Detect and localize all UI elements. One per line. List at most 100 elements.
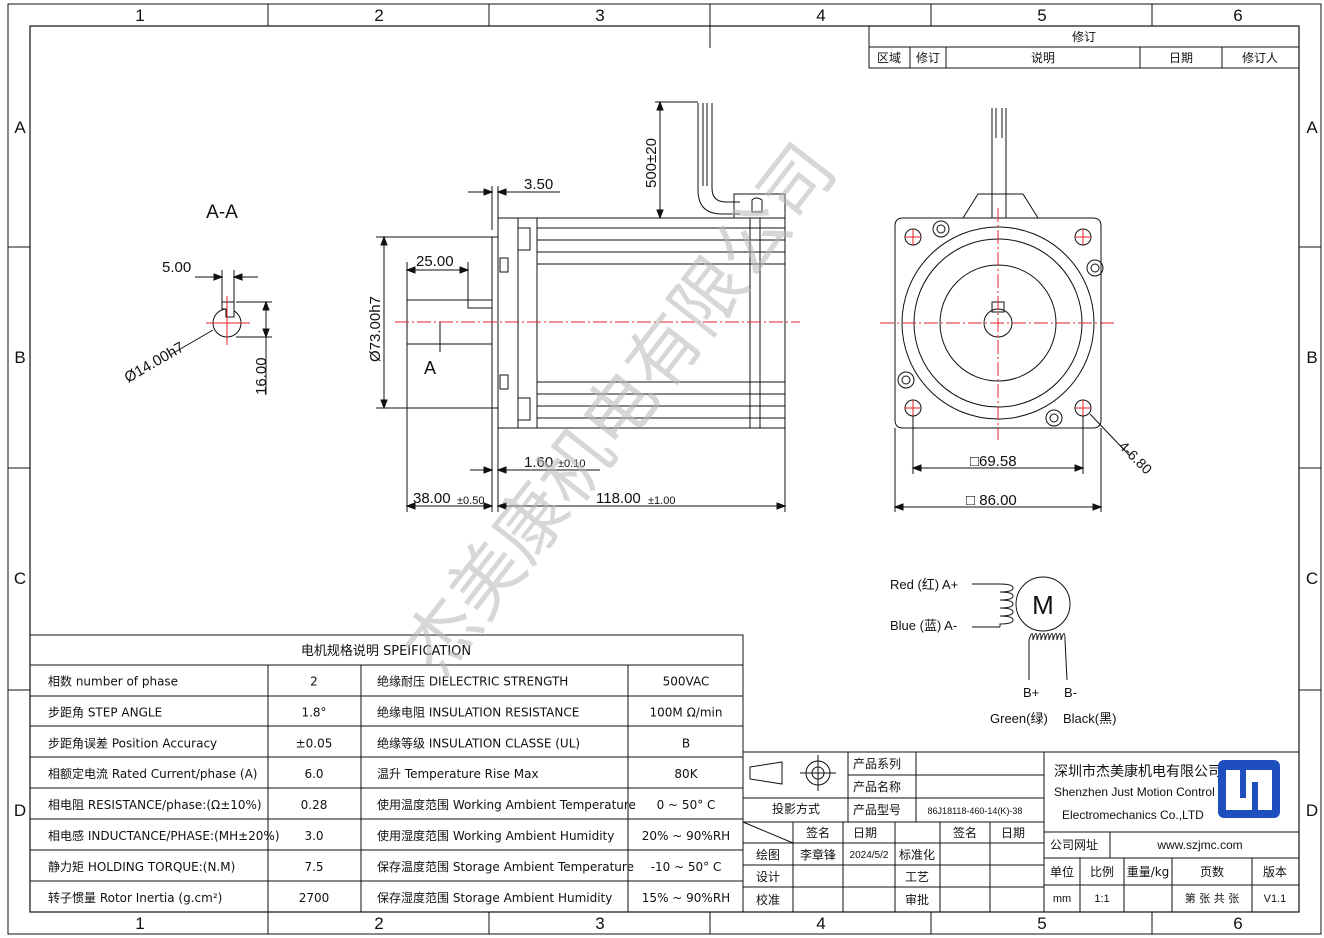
spec-row-value: 6.0: [304, 767, 323, 781]
step-dim-tol: ±0.10: [558, 458, 585, 470]
motor-symbol-label: M: [1032, 590, 1054, 620]
grid-col-4-bottom: 4: [816, 914, 825, 933]
tb-approve: 审批: [905, 892, 929, 907]
grid-row-d-right: D: [1306, 801, 1318, 820]
shaft-total-dim-main: 38.00: [413, 490, 451, 507]
revision-header-desc: 说明: [1031, 50, 1055, 65]
grid-col-1-top: 1: [135, 6, 144, 25]
cable-length-dim: 500±20: [643, 138, 660, 188]
spec-title: 电机规格说明 SPEIFICATION: [301, 643, 471, 659]
grid-col-5-bottom: 5: [1037, 914, 1046, 933]
section-view-aa: A-A 5.00 Ø14.00h7 16.00: [122, 202, 272, 395]
spec-row-value: 3.0: [304, 829, 323, 843]
spec-row-label2: 使用温度范围 Working Ambient Temperature: [377, 797, 636, 812]
front-view: □69.58 □ 86.00 4-6.80: [880, 108, 1155, 512]
grid-row-a-right: A: [1306, 118, 1318, 137]
revision-title: 修订: [1072, 29, 1096, 44]
grid-row-d-left: D: [14, 801, 26, 820]
spec-row-label2: 绝缘电阻 INSULATION RESISTANCE: [377, 704, 579, 719]
tb-date: 日期: [853, 826, 877, 840]
key-height-dim: 16.00: [253, 357, 270, 395]
shaft-length-dim: 25.00: [416, 253, 454, 270]
revision-header-rev: 修订: [916, 50, 940, 65]
grid-row-b-left: B: [14, 348, 25, 367]
tb-projection: 投影方式: [772, 801, 820, 816]
spec-row-value2: 100M Ω/min: [650, 705, 723, 719]
mount-holes-dim: 4-6.80: [1116, 438, 1156, 478]
spec-table: 电机规格说明 SPEIFICATION 相数 number of phase 2 绝…: [29, 634, 744, 913]
revision-header-by: 修订人: [1242, 50, 1278, 65]
tb-scale-label: 比例: [1090, 865, 1114, 879]
hole-spacing-dim: □69.58: [970, 453, 1017, 470]
wire-bplus-label: B+: [1023, 685, 1039, 700]
spec-row-value: 2700: [299, 891, 330, 905]
tb-website: www.szjmc.com: [1156, 838, 1242, 852]
tb-draw: 绘图: [756, 847, 780, 862]
tb-sign2: 签名: [953, 825, 977, 840]
spec-row-label: 相数 number of phase: [48, 673, 178, 688]
spec-row-label: 步距角误差 Position Accuracy: [48, 736, 217, 750]
tb-weight-label: 重量/kg: [1127, 865, 1170, 879]
spec-row-value: ±0.05: [296, 736, 333, 750]
spec-row-label: 转子惯量 Rotor Inertia (g.cm²): [48, 890, 222, 905]
wire-blue-label: Blue (蓝) A-: [890, 618, 957, 633]
tb-process: 工艺: [905, 870, 929, 884]
watermark: 杰美康机电有限公司: [387, 128, 852, 690]
wiring-diagram: Red (红) A+ Blue (蓝) A- M B+ B- Green(绿) …: [890, 576, 1116, 726]
tb-website-label: 公司网址: [1050, 838, 1098, 852]
grid-col-3-top: 3: [595, 6, 604, 25]
grid-row-a-left: A: [14, 118, 26, 137]
grid-col-6-top: 6: [1233, 6, 1242, 25]
tb-standard: 标准化: [899, 848, 935, 862]
body-diameter-dim: Ø73.00h7: [367, 296, 384, 362]
spec-row-value2: 500VAC: [663, 674, 710, 688]
tb-product-name: 产品名称: [853, 779, 901, 794]
spec-row-value2: 0 ~ 50° C: [657, 798, 716, 812]
grid-row-c-left: C: [14, 569, 26, 588]
grid-col-1-bottom: 1: [135, 914, 144, 933]
tb-unit-label: 单位: [1050, 864, 1074, 879]
section-marker-label: A: [424, 358, 436, 378]
grid-col-2-top: 2: [374, 6, 383, 25]
company-name-en-1: Shenzhen Just Motion Control: [1054, 785, 1215, 799]
tb-pages-label: 页数: [1200, 864, 1224, 879]
tb-product-model-label: 产品型号: [853, 803, 901, 817]
shaft-total-dim-tol: ±0.50: [457, 495, 484, 507]
tb-version: V1.1: [1264, 893, 1287, 905]
spec-row-value: 2: [310, 674, 318, 688]
tb-design: 设计: [756, 870, 780, 884]
tb-scale: 1:1: [1094, 893, 1109, 905]
grid-col-6-bottom: 6: [1233, 914, 1242, 933]
tb-product-series: 产品系列: [853, 757, 901, 771]
wire-red-label: Red (红) A+: [890, 577, 958, 592]
spec-row-label: 相电阻 RESISTANCE/phase:(Ω±10%): [48, 798, 262, 812]
spec-row-value2: B: [682, 736, 690, 750]
tb-product-model: 86J18118-460-14(K)-38: [928, 806, 1023, 816]
tb-sign: 签名: [806, 825, 830, 840]
revision-header-area: 区域: [877, 51, 901, 65]
revision-table: 修订 区域 修订 说明 日期 修订人: [868, 25, 1300, 69]
spec-row-label2: 保存湿度范围 Storage Ambient Humidity: [377, 890, 612, 905]
wire-green-label: Green(绿): [990, 711, 1048, 726]
grid-col-5-top: 5: [1037, 6, 1046, 25]
title-block: 投影方式 产品系列 产品名称 产品型号 86J18118-460-14(K)-3…: [742, 751, 1300, 913]
spec-row-label2: 温升 Temperature Rise Max: [377, 767, 539, 781]
grid-col-2-bottom: 2: [374, 914, 383, 933]
grid-col-4-top: 4: [816, 6, 825, 25]
body-length-dim-tol: ±1.00: [648, 495, 675, 507]
tb-unit: mm: [1053, 893, 1071, 905]
spec-row-label2: 绝缘等级 INSULATION CLASSE (UL): [377, 735, 580, 750]
wire-bminus-label: B-: [1064, 685, 1077, 700]
flange-size-dim: □ 86.00: [966, 492, 1017, 509]
tb-pages: 第 张 共 张: [1185, 891, 1240, 905]
company-name-cn: 深圳市杰美康机电有限公司: [1054, 763, 1222, 780]
key-width-dim: 5.00: [162, 259, 191, 276]
company-name-en-2: Electromechanics Co.,LTD: [1062, 808, 1204, 822]
spec-row-label: 相电感 INDUCTANCE/PHASE:(MH±20%): [48, 828, 280, 843]
spec-row-label: 静力矩 HOLDING TORQUE:(N.M): [48, 860, 235, 874]
body-length-dim-main: 118.00: [596, 490, 641, 507]
grid-labels: 1 2 3 4 5 6 1 2 3 4 5 6 A B C D A B C D: [14, 6, 1318, 933]
revision-header-date: 日期: [1169, 51, 1193, 65]
